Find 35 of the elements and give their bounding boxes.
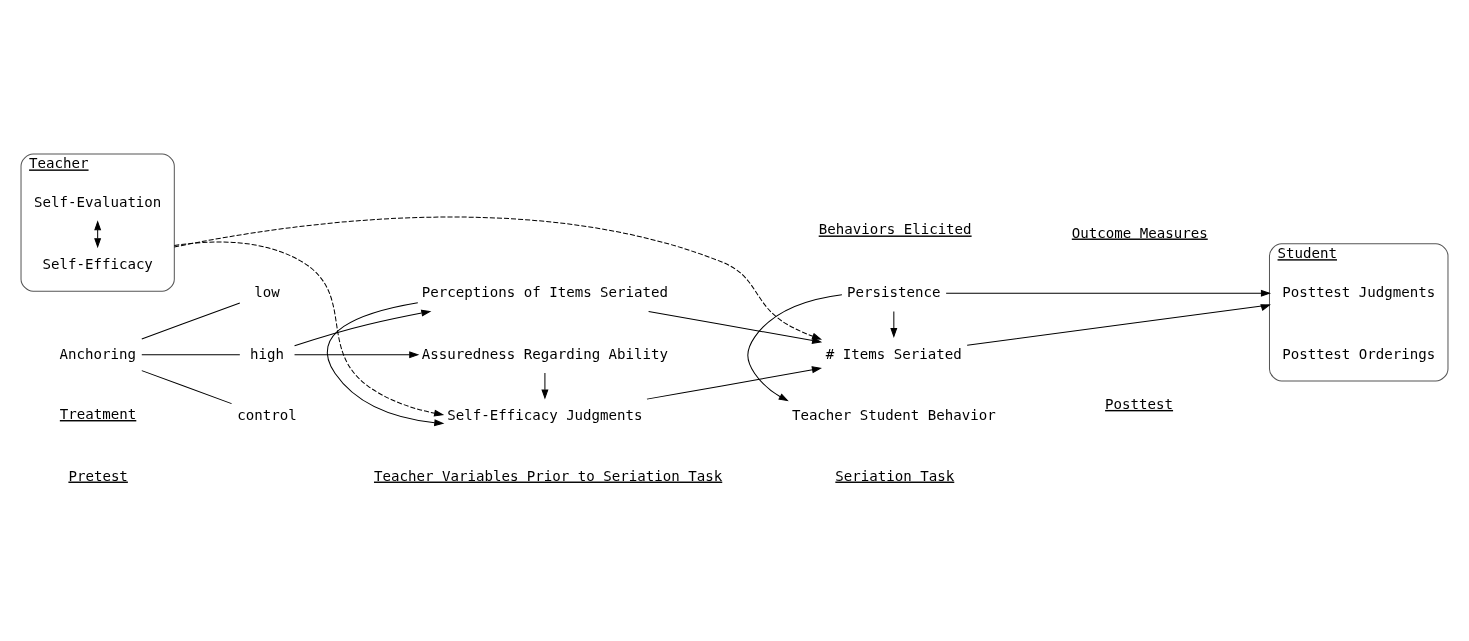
connector	[141, 353, 241, 355]
node-text: low	[254, 283, 280, 300]
arrow	[966, 303, 1271, 346]
arrow	[747, 293, 843, 401]
node-text: control	[237, 406, 297, 423]
arrow	[173, 241, 445, 417]
label: Teacher Variables Prior to Seriation Task	[373, 467, 723, 484]
label: Behaviors Elicited	[818, 220, 972, 237]
arrow	[173, 216, 823, 340]
node-text: Self-Efficacy Judgments	[447, 406, 643, 423]
label: Seriation Task	[835, 467, 955, 484]
node-text: Self-Evaluation	[33, 193, 162, 210]
arrow	[294, 309, 432, 346]
node-text: # Items Seriated	[825, 345, 962, 362]
label: Outcome Measures	[1071, 224, 1208, 240]
arrow	[945, 289, 1271, 297]
arrow	[541, 372, 549, 400]
arrow	[326, 301, 445, 426]
connector	[141, 301, 241, 339]
node-text: Self-Efficacy	[42, 255, 153, 272]
connector	[141, 369, 233, 404]
node-text: Persistence	[847, 283, 941, 300]
node-text: Teacher Student Behavior	[791, 406, 996, 423]
node-text: Anchoring	[59, 345, 136, 362]
arrow	[646, 365, 822, 400]
node-text: Posttest Orderings	[1282, 345, 1436, 362]
label: Treatment	[59, 405, 137, 422]
node-text: Perceptions of Items Seriated	[421, 283, 669, 300]
node-text: Assuredness Regarding Ability	[421, 345, 669, 362]
label: Posttest	[1105, 395, 1174, 412]
node-text: Posttest Judgments	[1282, 283, 1436, 300]
arrow	[294, 350, 420, 358]
node-text: high	[250, 345, 285, 362]
label: Pretest	[68, 467, 128, 484]
arrow	[890, 310, 898, 338]
